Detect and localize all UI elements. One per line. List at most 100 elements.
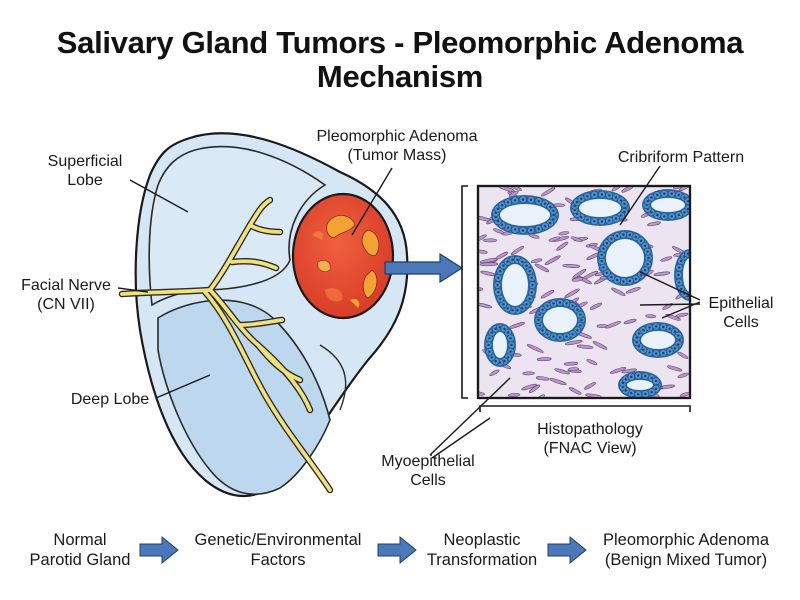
myoepithelial-spindle-cell [665, 313, 681, 321]
cell-nucleus [488, 350, 491, 353]
cell-nucleus [531, 283, 534, 287]
myoepithelial-spindle-cell [530, 258, 543, 264]
cell-nucleus [630, 375, 633, 378]
cell-nucleus [700, 281, 702, 283]
cell-nucleus [624, 378, 627, 381]
cell-nucleus [673, 330, 677, 333]
epithelial-cell [692, 253, 699, 260]
myoepithelial-spindle-cell [623, 318, 637, 325]
flow-step-neoplastic-transformation: Neoplastic Transformation [418, 530, 546, 570]
label-tumor-mass: Pleomorphic Adenoma (Tumor Mass) [312, 127, 482, 165]
epithelial-cell [697, 264, 704, 271]
myoepithelial-spindle-cell [528, 384, 541, 393]
cell-nucleus [502, 264, 505, 267]
duct-lumen [606, 239, 644, 277]
cell-nucleus [543, 202, 547, 205]
cell-nucleus [639, 274, 643, 277]
myoepithelial-spindle-cell [625, 287, 641, 294]
myoepithelial-spindle-cell [660, 256, 673, 262]
cell-nucleus [654, 379, 658, 383]
page-title: Salivary Gland Tumors - Pleomorphic Aden… [0, 26, 800, 94]
cell-nucleus [622, 233, 625, 236]
tumor-to-histology-arrow [384, 252, 464, 284]
label-histopathology: Histopathology (FNAC View) [520, 420, 660, 458]
cell-nucleus [650, 196, 653, 199]
label-myoepithelial-line2: Cells [410, 472, 446, 489]
cell-nucleus [549, 205, 552, 209]
cell-nucleus [537, 318, 540, 322]
cell-nucleus [668, 327, 671, 330]
cell-nucleus [662, 325, 665, 329]
cell-nucleus [538, 324, 541, 327]
cell-nucleus [610, 237, 613, 240]
cell-nucleus [602, 247, 605, 250]
cell-nucleus [656, 193, 659, 197]
cell-nucleus [608, 219, 611, 222]
cell-nucleus [698, 288, 700, 290]
flow-step-4-line2: (Benign Mixed Tumor) [604, 551, 768, 569]
cell-nucleus [637, 374, 640, 377]
myoepithelial-spindle-cell [521, 383, 537, 391]
cell-nucleus [643, 269, 647, 272]
myoepithelial-spindle-cell [653, 271, 671, 277]
cell-nucleus [615, 278, 619, 282]
cell-nucleus [691, 253, 693, 255]
myoepithelial-spindle-cell [568, 387, 582, 395]
myoepithelial-spindle-cell [556, 241, 569, 251]
cell-nucleus [506, 307, 509, 310]
leader-lines [117, 165, 701, 459]
myoepithelial-spindle-cell [534, 263, 550, 273]
cell-nucleus [642, 328, 645, 332]
cell-nucleus [678, 281, 681, 284]
label-superficial-lobe-line1: Superficial [47, 153, 123, 170]
cell-nucleus [614, 217, 618, 220]
cell-nucleus [543, 225, 547, 228]
cell-nucleus [637, 393, 640, 396]
epithelial-cell [695, 285, 702, 292]
duct-lumen [651, 198, 685, 212]
cell-nucleus [677, 193, 680, 197]
cell-nucleus [579, 313, 582, 316]
cell-nucleus [552, 335, 555, 338]
myoepithelial-spindle-cell [645, 314, 657, 319]
myoepithelial-spindle-cell [478, 249, 488, 254]
cribriform-ducts [484, 189, 704, 398]
cell-nucleus [687, 199, 690, 203]
cell-nucleus [497, 276, 500, 279]
cell-nucleus [546, 304, 549, 307]
cell-nucleus [593, 220, 596, 223]
myoepithelial-spindle-cell [570, 236, 583, 243]
cell-nucleus [663, 215, 666, 218]
cell-nucleus [487, 343, 490, 347]
label-superficial-lobe-line2: Lobe [67, 172, 103, 189]
cell-nucleus [541, 329, 544, 332]
flow-step-3-line2: Transformation [426, 551, 538, 569]
myoepithelial-spindle-cell [540, 187, 556, 197]
cell-nucleus [506, 201, 510, 204]
label-histopathology-line1: Histopathology [537, 421, 643, 438]
cell-nucleus [499, 270, 502, 273]
label-tumor-mass-line2: (Tumor Mass) [347, 147, 447, 164]
cell-nucleus [521, 229, 525, 232]
duct-lumen [502, 264, 528, 306]
duct-lumen [493, 332, 507, 358]
cell-nucleus [511, 309, 514, 312]
cell-nucleus [552, 209, 555, 212]
cell-nucleus [678, 266, 681, 269]
flow-step-1-line1: Normal [53, 531, 107, 549]
label-superficial-lobe: Superficial Lobe [40, 152, 130, 190]
cell-nucleus [516, 258, 519, 261]
label-epithelial-line1: Epithelial [708, 295, 774, 312]
cell-nucleus [677, 343, 680, 346]
cell-nucleus [558, 301, 562, 304]
cell-nucleus [521, 198, 525, 201]
cell-nucleus [510, 343, 513, 347]
cell-nucleus [680, 260, 683, 263]
cell-nucleus [580, 216, 583, 219]
cell-nucleus [695, 255, 697, 257]
myoepithelial-spindle-cell [478, 302, 493, 309]
cell-nucleus [575, 200, 579, 204]
cell-nucleus [511, 258, 514, 261]
myoepithelial-spindle-cell [589, 302, 603, 310]
